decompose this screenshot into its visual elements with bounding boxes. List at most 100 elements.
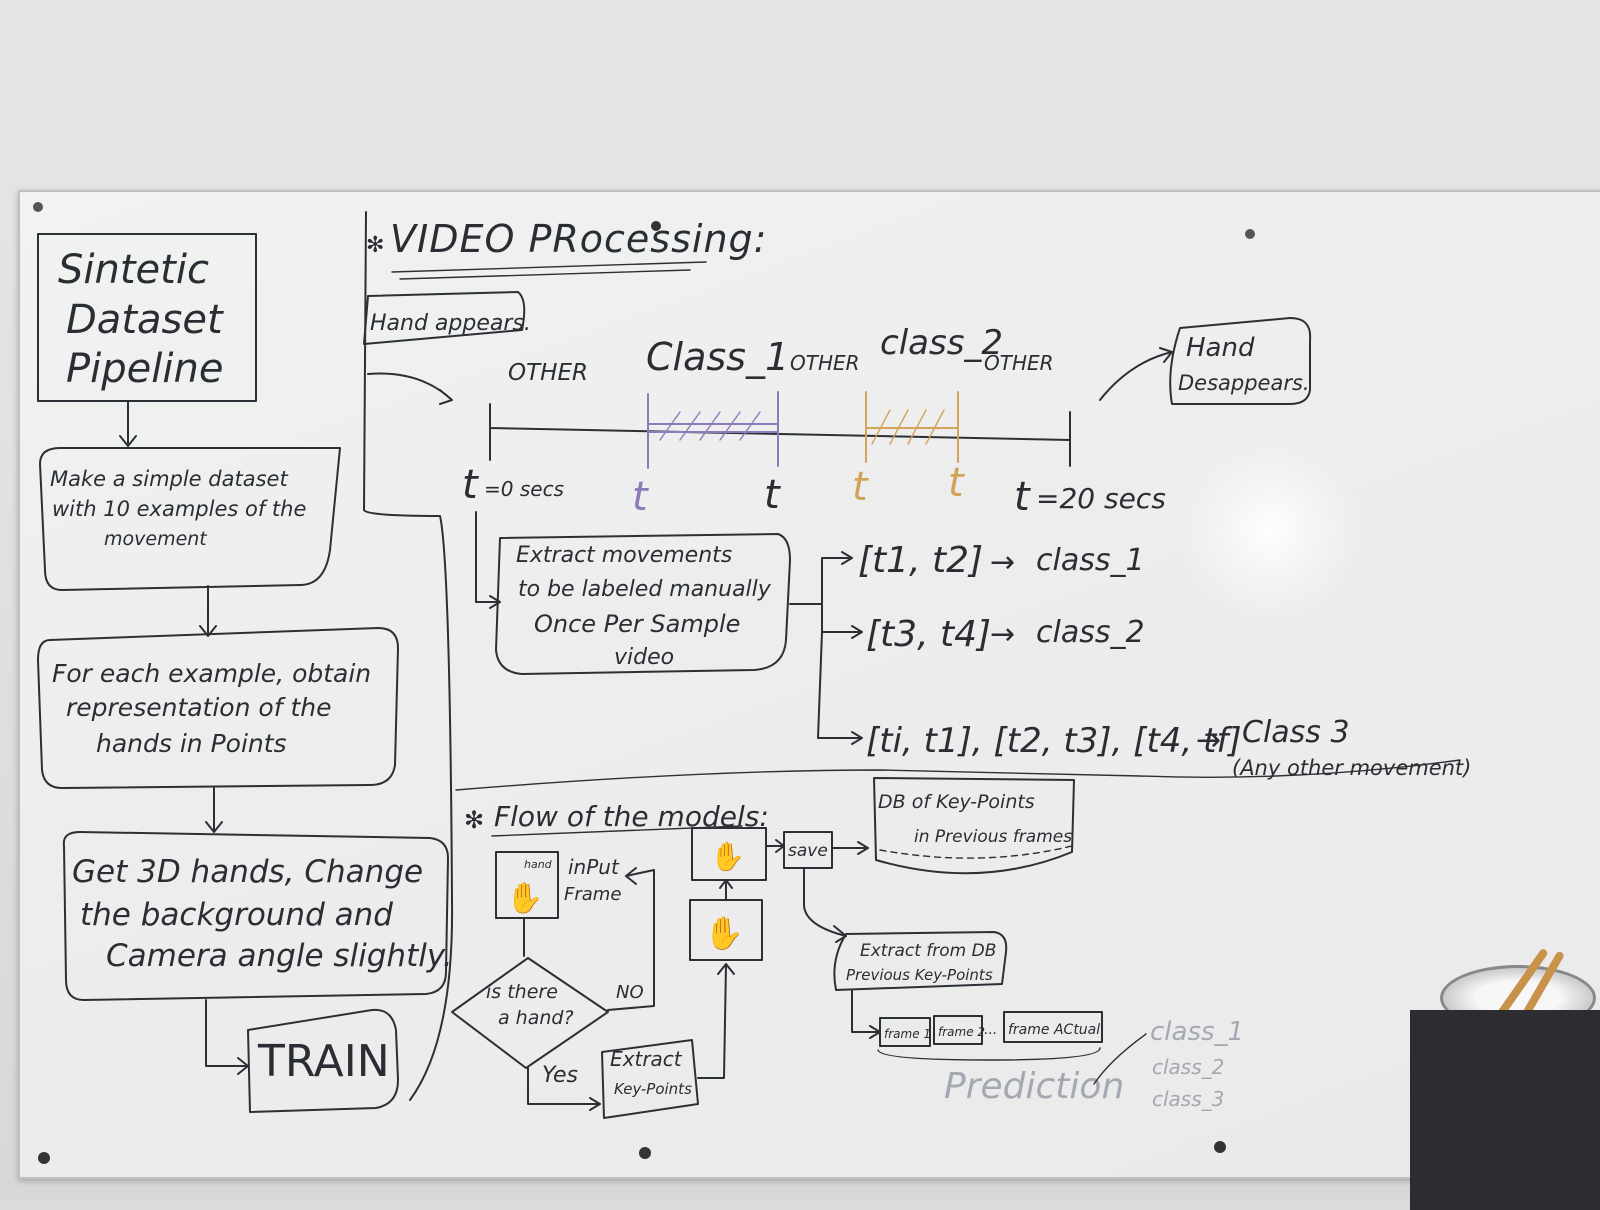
magnet — [651, 221, 661, 231]
prediction-label: Prediction — [944, 1066, 1124, 1107]
extract-db-text: Previous Key-Points — [846, 966, 993, 984]
class-label: class_1 — [1036, 543, 1145, 578]
db-text: in Previous frames — [914, 827, 1072, 847]
time-label: =20 secs — [1036, 482, 1166, 515]
time-label: t — [1014, 474, 1031, 520]
class2-segment — [865, 391, 959, 463]
hand-label: hand — [524, 858, 553, 871]
arrow-right — [851, 989, 881, 1039]
column-divider — [363, 211, 454, 1101]
magnet — [639, 1147, 651, 1159]
step-text: For each example, obtain — [52, 659, 371, 688]
segment-label: class_2 — [880, 323, 1003, 363]
segment-label: OTHER — [790, 351, 860, 375]
magnet — [1214, 1141, 1226, 1153]
star-icon: ✻ — [464, 806, 484, 834]
class1-hatch — [659, 411, 761, 441]
hand-appears-box — [363, 291, 526, 345]
frame-label: frame ACtual — [1008, 1022, 1100, 1038]
dark-cabinet — [1410, 1010, 1600, 1210]
input-frame-box — [495, 851, 559, 919]
flow-section: ✻ Flow of the models: hand ✋ inPut Frame… — [451, 777, 1244, 1119]
step-make-dataset-box — [39, 447, 341, 591]
section-divider — [455, 759, 1461, 791]
no-arrow — [607, 867, 655, 1011]
hand-disappears-label: Desappears. — [1178, 371, 1310, 395]
magnet — [33, 202, 43, 212]
pipeline-title-line: Dataset — [66, 297, 224, 343]
frame-box — [1003, 1011, 1103, 1043]
interval: [t1, t2] — [858, 540, 983, 581]
extract-kp-text: Key-Points — [614, 1080, 692, 1098]
hand-appears-label: Hand appears. — [370, 311, 531, 336]
arrow-right — [765, 839, 785, 853]
interval: [ti, t1], [t2, t3], [t4, tf] — [866, 721, 1242, 761]
time-label: =0 secs — [484, 477, 564, 501]
frame-box — [933, 1015, 983, 1045]
database-cylinder — [873, 777, 1075, 875]
decision-text: is there — [486, 981, 558, 1003]
yes-label: Yes — [542, 1063, 578, 1088]
magnet — [38, 1152, 50, 1164]
input-frame-label: inPut — [568, 855, 620, 879]
mapping-arrow: → — [990, 617, 1015, 652]
extract-text: video — [614, 645, 674, 670]
step-text: the background and — [80, 897, 393, 933]
step-text: representation of the — [66, 693, 331, 722]
database-dash — [879, 845, 1073, 859]
prediction-brace — [877, 1047, 1101, 1061]
save-label: save — [788, 841, 828, 861]
frame-box — [879, 1017, 931, 1047]
title-underline — [391, 261, 707, 280]
pipeline-title-line: Sintetic — [58, 247, 209, 293]
time-label: t — [852, 464, 869, 510]
mapping-arrow: → — [990, 545, 1015, 580]
decision-text: a hand? — [498, 1007, 574, 1029]
pipeline-column: Sintetic Dataset Pipeline Make a simple … — [37, 233, 453, 1113]
time-label: t — [462, 462, 479, 508]
segment-label: OTHER — [984, 351, 1054, 375]
class-label: class_2 — [1036, 615, 1145, 650]
section-title: VIDEO PRocessing: — [390, 217, 767, 261]
frame-label: frame 1 — [884, 1027, 931, 1041]
prediction-output: class_1 — [1150, 1017, 1244, 1047]
train-label: TRAIN — [257, 1036, 390, 1087]
step-text: Make a simple dataset — [50, 467, 288, 491]
hand-icon: ✋ — [704, 914, 744, 952]
mapping-arrow: → — [1196, 723, 1221, 758]
step-text: with 10 examples of the — [52, 497, 306, 521]
prediction-output: class_3 — [1152, 1087, 1224, 1111]
hand-disappears-label: Hand — [1186, 333, 1255, 363]
step-3d-hands-box — [62, 831, 449, 1001]
time-label: t — [764, 472, 781, 518]
pipeline-title-line: Pipeline — [66, 346, 223, 392]
segment-label: OTHER — [508, 360, 588, 386]
hand-icon: ✋ — [506, 880, 543, 916]
extract-text: Once Per Sample — [534, 610, 740, 638]
time-label: t — [948, 460, 965, 506]
class2-hatch — [871, 409, 945, 445]
time-label: t — [632, 474, 649, 520]
segment-label: Class_1 — [646, 335, 789, 379]
branch-arrows — [789, 551, 863, 745]
step-text: movement — [104, 528, 208, 550]
arrow-down — [119, 401, 137, 447]
arrow-curved — [803, 867, 847, 943]
step-text: hands in Points — [96, 729, 287, 758]
light-glare — [1170, 440, 1370, 620]
frame-ellipsis: ... — [984, 1022, 997, 1038]
yes-arrow — [527, 1067, 601, 1111]
timeline-axis — [489, 403, 1071, 467]
class-label: Class 3 — [1242, 715, 1350, 750]
interval: [t3, t4] — [866, 614, 991, 655]
frame-label: frame 2 — [938, 1025, 985, 1039]
arrow-up — [697, 963, 735, 1079]
no-label: NO — [616, 982, 644, 1003]
video-processing-section: ✻ VIDEO PRocessing: Hand appears. OTHER … — [363, 217, 1471, 791]
pipeline-title-box — [37, 233, 257, 402]
arrow-right — [205, 999, 249, 1075]
arrow-down — [205, 787, 223, 833]
step-obtain-points-box — [37, 627, 399, 789]
decision-diamond — [451, 957, 609, 1069]
